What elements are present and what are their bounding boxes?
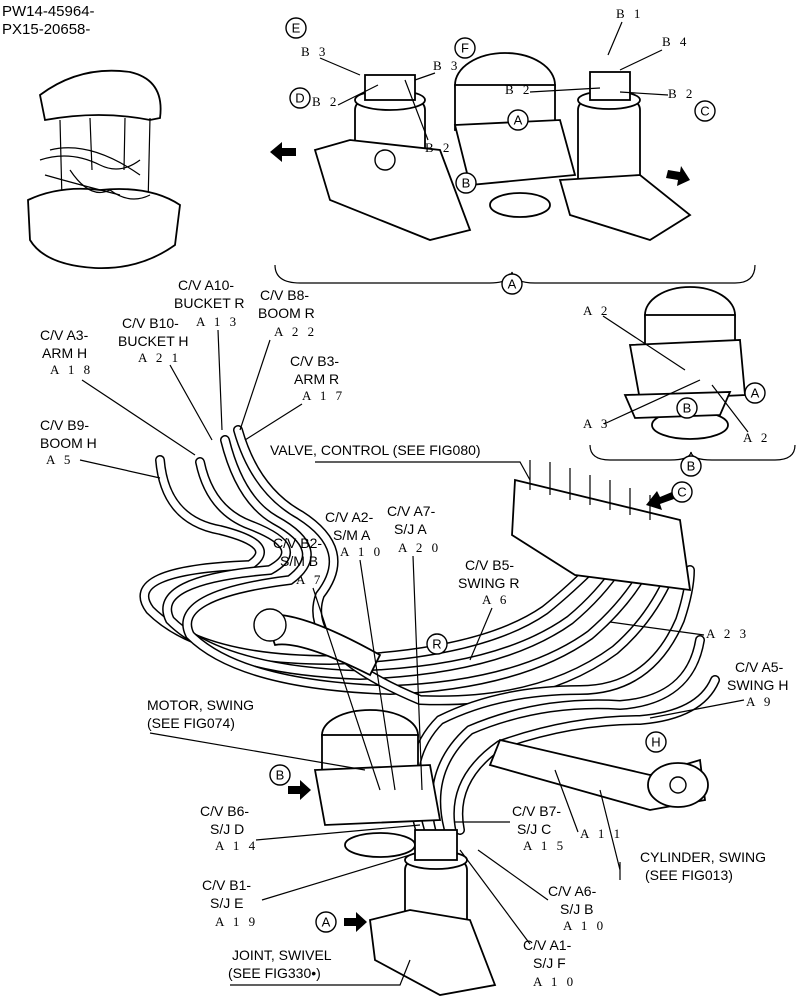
svg-text:C/V B1-: C/V B1- [202,877,251,893]
svg-text:A 6: A 6 [482,592,509,607]
svg-text:ARM R: ARM R [294,371,339,387]
svg-text:C: C [677,485,686,500]
svg-text:S/J B: S/J B [560,901,593,917]
control-valve: C [511,460,693,592]
svg-text:VALVE, CONTROL (SEE FIG080): VALVE, CONTROL (SEE FIG080) [270,442,481,458]
svg-text:S/M B: S/M B [280,553,318,569]
svg-text:A 3: A 3 [583,416,610,431]
svg-text:S/J D: S/J D [210,821,244,837]
svg-text:A 1 3: A 1 3 [196,314,239,329]
svg-text:A 7: A 7 [296,572,323,587]
top-detail-assembly [270,52,692,241]
svg-text:R: R [432,637,441,652]
svg-text:A: A [322,915,331,930]
svg-text:E: E [292,21,301,36]
svg-text:B 2: B 2 [312,94,339,109]
svg-text:B: B [687,459,696,474]
svg-text:C/V B6-: C/V B6- [200,803,249,819]
svg-text:S/M A: S/M A [333,527,371,543]
svg-text:BUCKET R: BUCKET R [174,295,245,311]
svg-text:C/V A10-: C/V A10- [178,277,234,293]
svg-text:C/V A7-: C/V A7- [387,503,436,519]
labels: C/V A10- BUCKET R A 1 3 C/V B8- BOOM R A… [40,277,788,989]
svg-text:F: F [461,41,469,56]
svg-text:C/V B2-: C/V B2- [273,535,322,551]
top-detail-labels: B 1 B 4 B 3 B 3 B 2 B 2 B 2 B 2 [301,6,695,155]
svg-text:(SEE FIG074): (SEE FIG074) [147,715,235,731]
svg-text:C/V A2-: C/V A2- [325,509,374,525]
svg-text:B 2: B 2 [668,86,695,101]
svg-text:C/V B7-: C/V B7- [512,803,561,819]
svg-text:SWING R: SWING R [458,575,519,591]
svg-text:A 1 0: A 1 0 [563,918,606,933]
svg-text:BOOM H: BOOM H [40,435,97,451]
svg-text:A 2: A 2 [583,303,610,318]
bracket-a: A [274,264,756,295]
svg-text:B 3: B 3 [433,58,460,73]
svg-text:BUCKET H: BUCKET H [118,333,189,349]
svg-text:A 1 0: A 1 0 [533,974,576,989]
svg-text:B 3: B 3 [301,44,328,59]
svg-text:B 1: B 1 [616,6,643,21]
header-line2: PX15-20658- [2,21,90,38]
svg-text:A 5: A 5 [46,452,73,467]
svg-text:H: H [651,735,660,750]
svg-text:S/J C: S/J C [517,821,551,837]
svg-text:A 2 2: A 2 2 [274,324,317,339]
svg-text:S/J A: S/J A [394,521,427,537]
svg-text:JOINT, SWIVEL: JOINT, SWIVEL [232,947,332,963]
svg-text:S/J E: S/J E [210,895,243,911]
svg-text:A 1 5: A 1 5 [523,838,566,853]
svg-text:C/V B8-: C/V B8- [260,287,309,303]
svg-text:A 1 4: A 1 4 [215,838,258,853]
svg-text:A 1 7: A 1 7 [302,388,345,403]
svg-text:B 2: B 2 [425,140,452,155]
svg-text:BOOM R: BOOM R [258,305,315,321]
leader-lines [79,329,745,986]
svg-text:C/V A6-: C/V A6- [548,883,597,899]
svg-text:A 1 9: A 1 9 [215,914,258,929]
svg-text:A 2 3: A 2 3 [706,626,749,641]
svg-text:C/V A1-: C/V A1- [523,937,572,953]
svg-text:C/V A5-: C/V A5- [735,659,784,675]
swing-motor: B [269,709,442,858]
machine-overview [27,69,181,270]
header-line1: PW14-45964- [2,3,95,20]
svg-text:CYLINDER, SWING: CYLINDER, SWING [640,849,766,865]
svg-text:B: B [683,401,692,416]
svg-text:A 2 1: A 2 1 [138,350,181,365]
svg-text:A: A [751,386,760,401]
svg-text:C/V B5-: C/V B5- [465,557,514,573]
svg-text:(SEE FIG330•): (SEE FIG330•) [228,965,321,981]
svg-text:(SEE FIG013): (SEE FIG013) [645,867,733,883]
swivel-joint: A [315,829,497,996]
svg-text:S/J F: S/J F [533,955,566,971]
svg-text:B: B [462,176,471,191]
svg-text:D: D [295,91,304,106]
svg-text:B 4: B 4 [662,34,689,49]
svg-text:C/V B10-: C/V B10- [122,315,179,331]
svg-text:C/V B3-: C/V B3- [290,353,339,369]
hose-bundle [139,425,720,835]
svg-text:A 1 1: A 1 1 [580,826,623,841]
svg-text:A 1 0: A 1 0 [340,544,383,559]
svg-text:A 2: A 2 [743,430,770,445]
svg-text:A 9: A 9 [746,694,773,709]
svg-text:C/V B9-: C/V B9- [40,417,89,433]
svg-text:A: A [508,277,517,292]
detail-a-motor: A B A 2 A 3 A 2 B [583,286,796,477]
svg-text:SWING H: SWING H [727,677,788,693]
svg-text:MOTOR, SWING: MOTOR, SWING [147,697,254,713]
svg-text:C/V A3-: C/V A3- [40,327,89,343]
svg-text:A: A [514,113,523,128]
svg-text:ARM H: ARM H [42,345,87,361]
swing-cylinder: H R [253,608,709,811]
top-callouts: E F D C A B [285,17,716,194]
svg-text:A 2 0: A 2 0 [398,540,441,555]
svg-text:B 2: B 2 [505,82,532,97]
svg-text:B: B [276,768,285,783]
svg-text:A 1 8: A 1 8 [50,362,93,377]
svg-text:C: C [700,104,709,119]
